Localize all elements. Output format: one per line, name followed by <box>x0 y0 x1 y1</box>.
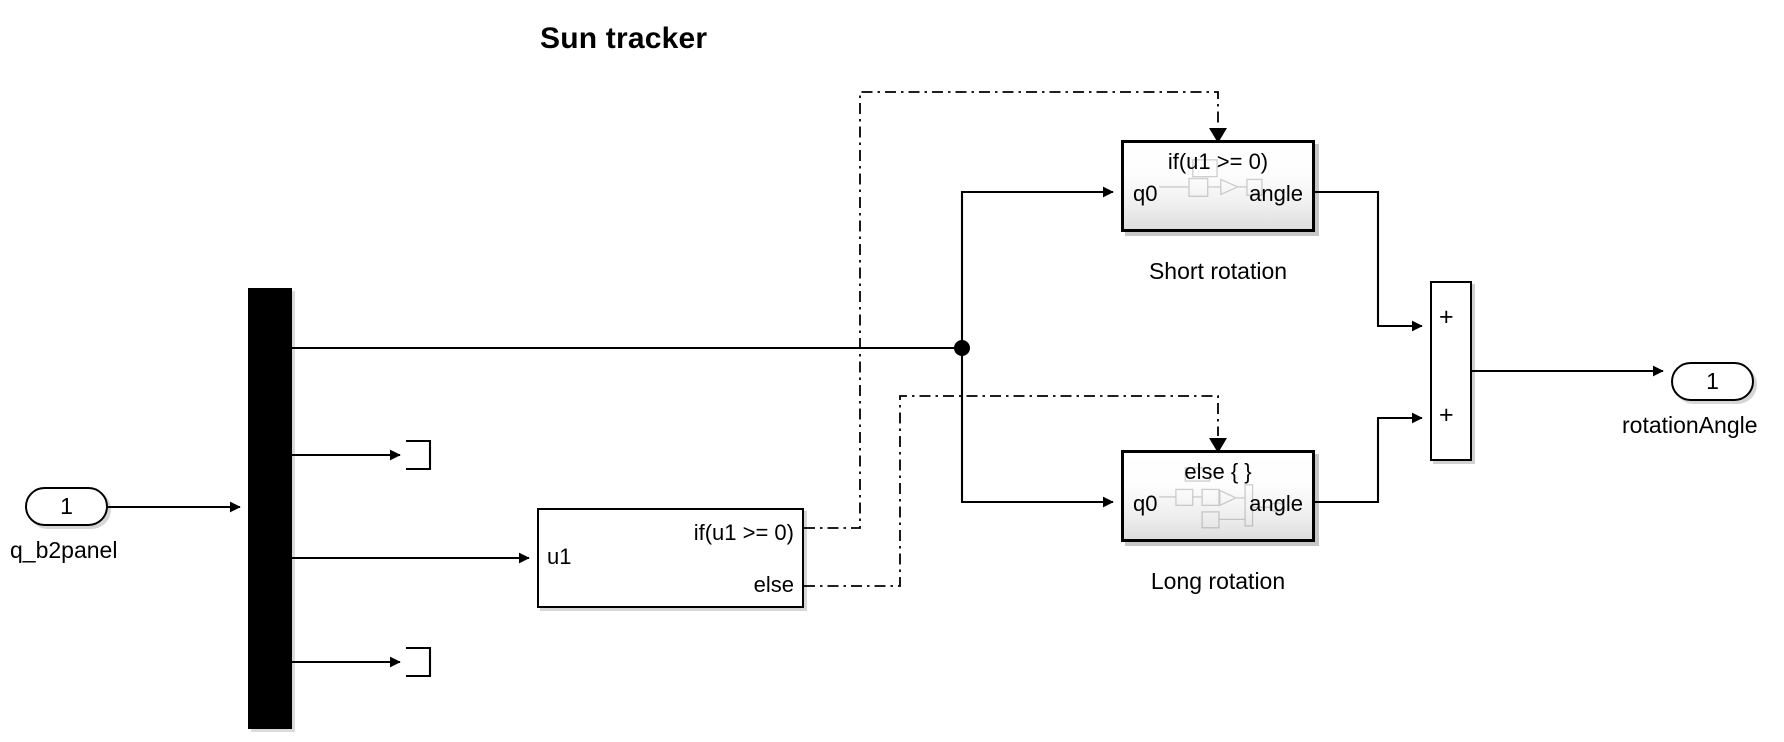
terminator-upper-glyph <box>406 439 432 471</box>
wire-short-to-sum <box>1315 190 1423 332</box>
wire-junction-to-short <box>960 186 1114 348</box>
if-block-condition-if: if(u1 >= 0) <box>693 520 794 545</box>
subsystem-short-rotation[interactable]: if(u1 >= 0) q0 angle <box>1121 140 1315 232</box>
subsystem-short-input-port: q0 <box>1133 181 1158 206</box>
page-title: Sun tracker <box>540 22 708 55</box>
inport-block[interactable]: 1 <box>25 487 108 526</box>
subsystem-long-condition: else { } <box>1184 459 1252 484</box>
outport-block[interactable]: 1 <box>1671 362 1754 401</box>
subsystem-short-condition: if(u1 >= 0) <box>1167 149 1269 174</box>
terminator-lower-glyph <box>406 646 432 678</box>
subsystem-long-output-port: angle <box>1249 491 1303 516</box>
wire-junction-to-long <box>960 348 1114 508</box>
subsystem-short-output-port: angle <box>1249 181 1303 206</box>
outport-label: rotationAngle <box>1622 412 1758 438</box>
sum-block[interactable]: + + <box>1430 281 1472 461</box>
subsystem-long-rotation[interactable]: else { } q0 angle <box>1121 450 1315 542</box>
bus-selector-block[interactable] <box>248 288 292 729</box>
sum-sign-top: + <box>1439 303 1454 331</box>
subsystem-short-caption: Short rotation <box>1148 258 1288 284</box>
subsystem-long-input-port: q0 <box>1133 491 1158 516</box>
if-block-input-label: u1 <box>547 544 572 569</box>
wire-long-to-sum <box>1315 412 1423 504</box>
if-block-condition-else: else <box>753 572 794 597</box>
inport-label: q_b2panel <box>10 537 118 563</box>
subsystem-preview-short-icon <box>1159 159 1263 197</box>
subsystem-long-caption: Long rotation <box>1150 568 1286 594</box>
signal-junction-dot <box>954 340 970 356</box>
if-block[interactable]: u1 if(u1 >= 0) else <box>537 508 804 608</box>
sum-sign-bottom: + <box>1439 401 1454 429</box>
subsystem-preview-long-icon <box>1159 467 1286 529</box>
